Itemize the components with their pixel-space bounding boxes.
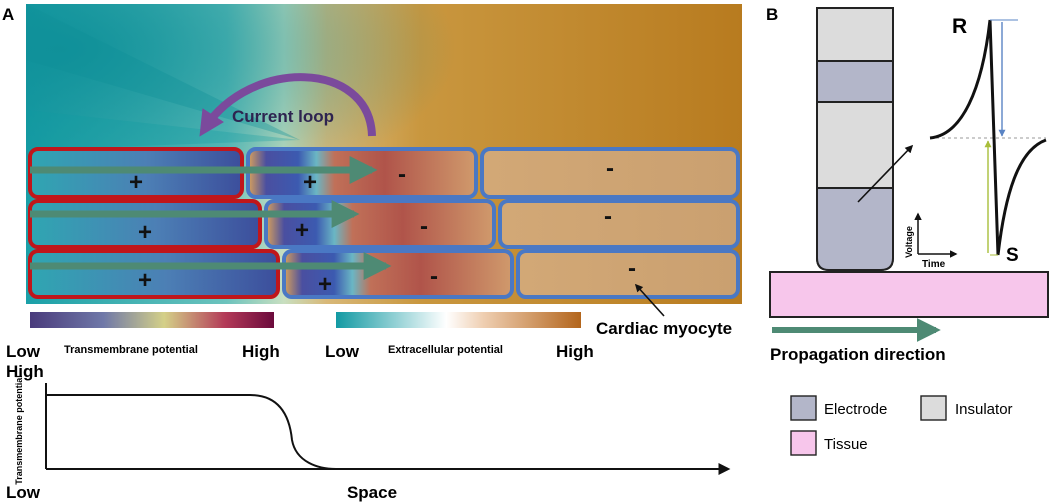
minus-sign: - bbox=[628, 255, 636, 282]
voltage-axis-label: Voltage bbox=[904, 226, 914, 258]
legend-label-tissue: Tissue bbox=[824, 436, 868, 453]
plus-sign: + bbox=[295, 217, 309, 244]
extracellular-colorbar bbox=[336, 312, 581, 328]
extracellular-title: Extracellular potential bbox=[388, 344, 503, 356]
electrode-ring bbox=[816, 60, 894, 103]
panel-a-label: A bbox=[2, 5, 14, 24]
peak-s-label: S bbox=[1006, 245, 1019, 266]
myocyte-resting bbox=[498, 199, 740, 249]
myocyte-pointer bbox=[634, 283, 665, 317]
time-axis-label: Time bbox=[922, 259, 946, 270]
plus-sign: + bbox=[138, 267, 152, 294]
peak-r-label: R bbox=[952, 15, 967, 38]
propagation-label: Propagation direction bbox=[770, 345, 946, 364]
electrode-tip bbox=[816, 187, 894, 271]
field-contour bbox=[26, 110, 300, 150]
minus-sign: - bbox=[430, 263, 438, 290]
transmembrane-title: Transmembrane potential bbox=[64, 344, 198, 356]
cardiac-myocyte-label: Cardiac myocyte bbox=[596, 319, 732, 338]
profile-y-high: High bbox=[6, 362, 44, 381]
transmembrane-colorbar bbox=[30, 312, 274, 328]
current-loop-label: Current loop bbox=[232, 107, 334, 126]
legend-label-electrode: Electrode bbox=[824, 401, 887, 418]
legend-swatch-insulator bbox=[920, 395, 947, 421]
myocyte-depolarized bbox=[28, 249, 280, 299]
signal-pointer bbox=[857, 144, 914, 203]
field-contour bbox=[26, 4, 300, 140]
minus-sign: - bbox=[606, 155, 614, 182]
minus-sign: - bbox=[604, 203, 612, 230]
plus-sign: + bbox=[318, 271, 332, 298]
profile-y-low: Low bbox=[6, 483, 41, 502]
minus-sign: - bbox=[398, 161, 406, 188]
plus-sign: + bbox=[129, 169, 143, 196]
legend-swatch-tissue bbox=[790, 430, 817, 456]
plus-sign: + bbox=[138, 219, 152, 246]
panel-b-label: B bbox=[766, 5, 778, 24]
extracellular-low: Low bbox=[325, 342, 360, 361]
myocyte-resting bbox=[480, 147, 740, 199]
legend-label-insulator: Insulator bbox=[955, 401, 1013, 418]
extracellular-high: High bbox=[556, 342, 594, 361]
panel-a: A Current loop + + - - + + bbox=[2, 4, 742, 502]
profile-y-axis-label: Transmembrane potential bbox=[14, 375, 24, 485]
panel-b: B R S Voltage Time Propagation direction… bbox=[766, 5, 1049, 456]
legend-swatch-electrode bbox=[790, 395, 817, 421]
legend: Electrode Insulator Tissue bbox=[790, 395, 1013, 456]
plus-sign: + bbox=[303, 169, 317, 196]
profile-x-axis-label: Space bbox=[347, 483, 397, 502]
transmembrane-high: High bbox=[242, 342, 280, 361]
myocyte-resting bbox=[516, 249, 740, 299]
transmembrane-low: Low bbox=[6, 342, 41, 361]
profile-curve bbox=[46, 394, 337, 470]
current-loop-arrow bbox=[199, 73, 376, 137]
tissue-block bbox=[769, 271, 1049, 318]
minus-sign: - bbox=[420, 213, 428, 240]
